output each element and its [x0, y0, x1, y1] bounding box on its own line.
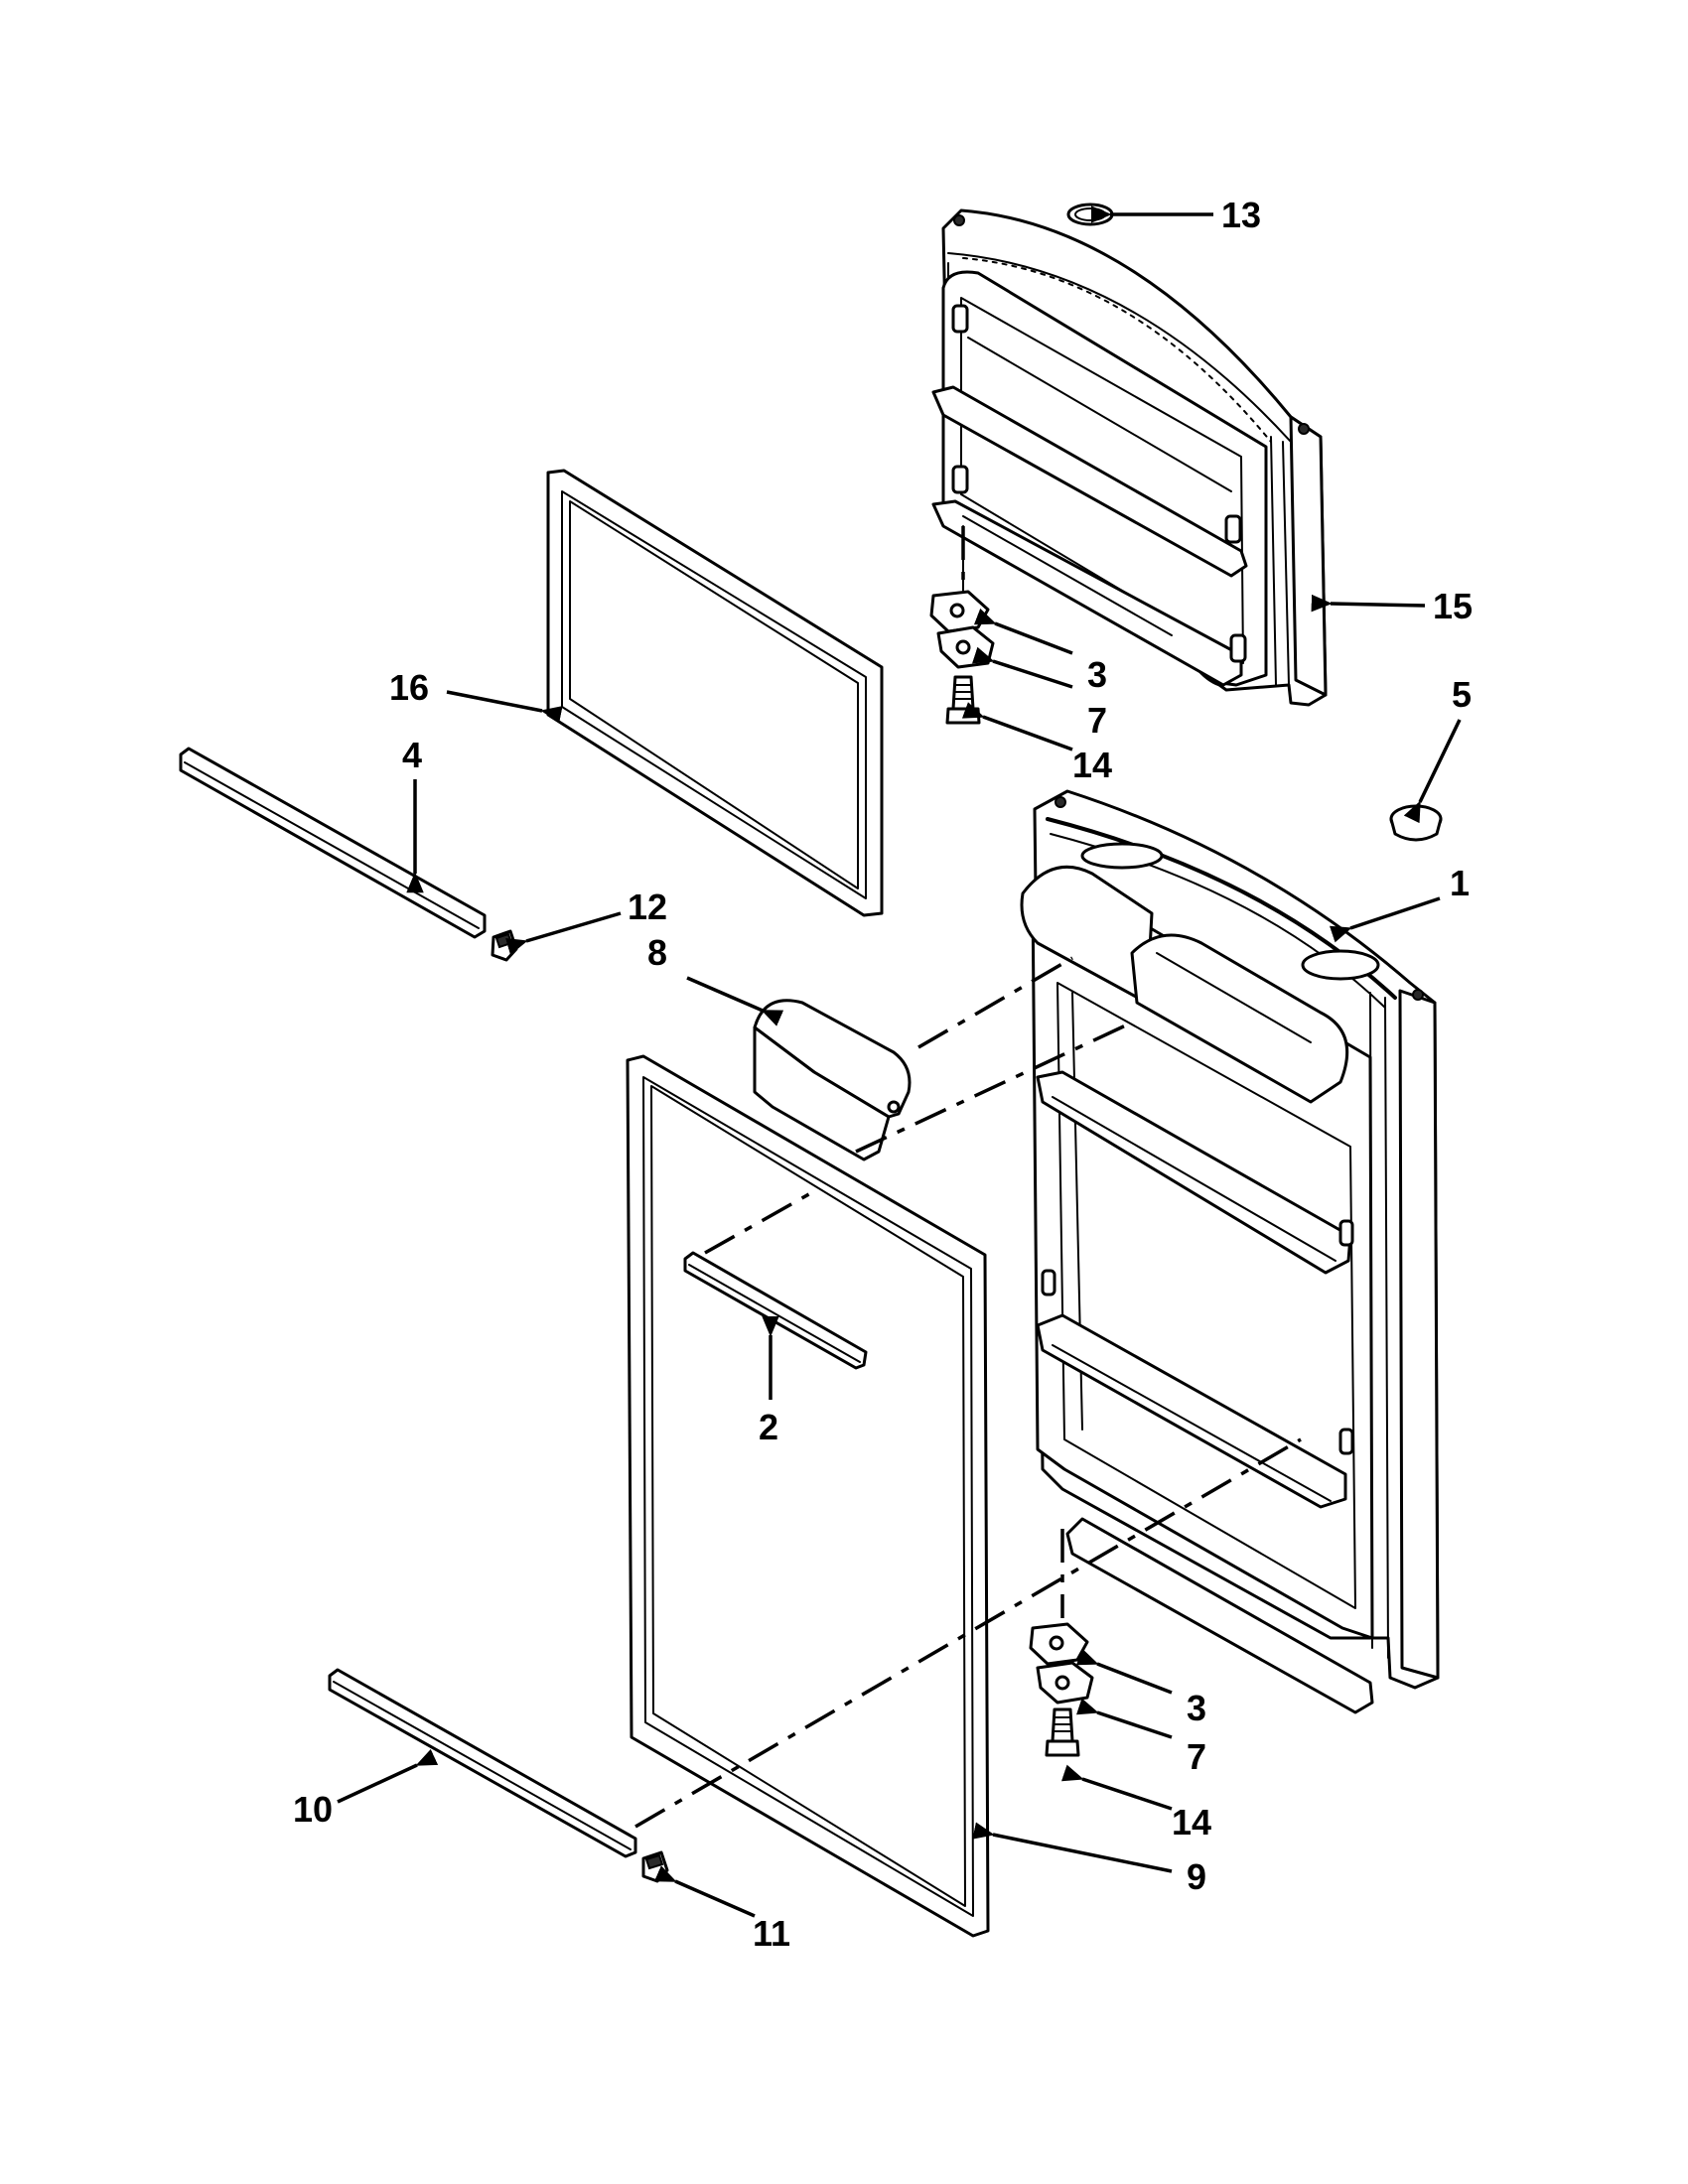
refrigerator-gasket: [626, 1054, 990, 1938]
callout-3-lower: 3: [1187, 1688, 1206, 1728]
callout-5: 5: [1452, 674, 1472, 715]
alignment-lines: [634, 526, 1302, 1829]
callout-15: 15: [1433, 586, 1473, 626]
dairy-door-8: [753, 999, 912, 1161]
callout-11: 11: [753, 1913, 790, 1954]
trim-end-cap-12: [491, 929, 518, 962]
freezer-door: [931, 208, 1328, 707]
lower-hinge-assembly: [1029, 1622, 1094, 1757]
callout-9: 9: [1187, 1856, 1206, 1897]
callout-16: 16: [389, 667, 429, 708]
callout-8: 8: [647, 932, 667, 973]
callout-12: 12: [628, 887, 667, 927]
callout-7-lower: 7: [1187, 1736, 1206, 1777]
callout-14-lower: 14: [1172, 1802, 1211, 1843]
callout-2: 2: [759, 1407, 778, 1447]
door-plug-13: [1066, 203, 1114, 226]
trim-strip-2: [683, 1251, 868, 1370]
callout-3-upper: 3: [1087, 654, 1107, 695]
trim-strip-4: [179, 747, 487, 939]
trim-strip-10: [328, 1668, 637, 1858]
plug-button-5: [1389, 804, 1443, 842]
callout-7-upper: 7: [1087, 700, 1107, 741]
trim-end-cap-11: [641, 1850, 669, 1883]
callout-leaders: [337, 205, 1462, 1918]
callout-labels: 13 15 3 7 14 5 1 16 4 12 8 2 3 7 14 10 9…: [293, 195, 1473, 1954]
freezer-gasket: [546, 469, 884, 917]
callout-10: 10: [293, 1789, 333, 1830]
refrigerator-door: [1020, 789, 1440, 1714]
callout-1: 1: [1450, 863, 1470, 903]
callout-4: 4: [402, 735, 422, 775]
callout-13: 13: [1221, 195, 1261, 235]
callout-14-upper: 14: [1072, 745, 1112, 785]
